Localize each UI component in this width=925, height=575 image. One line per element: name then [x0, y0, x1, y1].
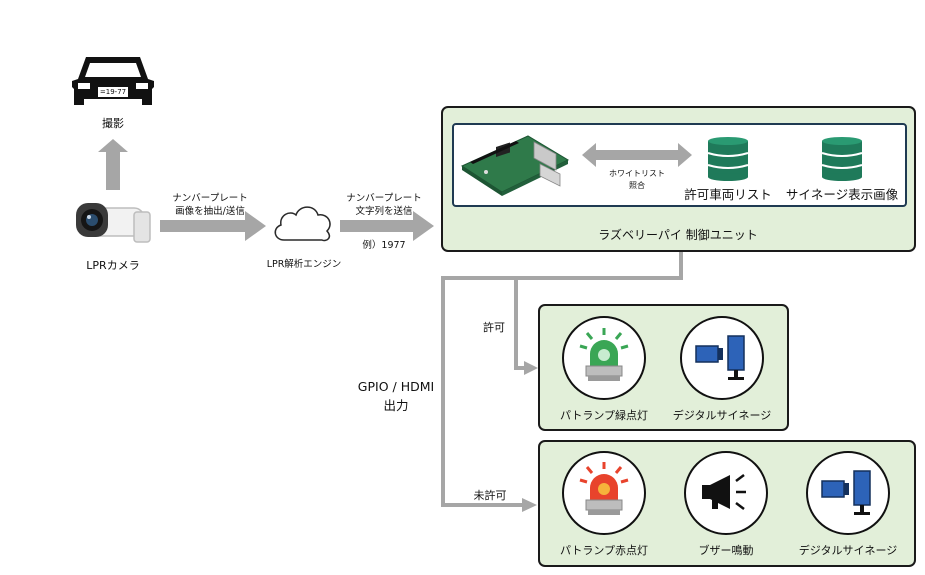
arrow-up-camera-to-car — [98, 139, 128, 190]
arrow-camera-to-engine — [160, 211, 266, 241]
engine-label: LPR解析エンジン — [266, 259, 342, 270]
arrow1-line1: ナンバープレート — [172, 193, 248, 204]
double-arrow-icon — [582, 143, 692, 167]
buzzer-megaphone-icon — [702, 474, 746, 510]
permitted-item-2-label: デジタルサイネージ — [672, 409, 772, 422]
permitted-item-1-label: パトランプ緑点灯 — [560, 409, 648, 422]
db1-label: 許可車両リスト — [684, 187, 772, 202]
output-line1: GPIO / HDMI — [357, 379, 435, 394]
denied-item-1-label: パトランプ赤点灯 — [560, 544, 648, 557]
denied-item-2-label: ブザー鳴動 — [698, 544, 754, 557]
buzzer-circle — [684, 451, 768, 535]
database-icon-signage-images — [821, 137, 863, 181]
green-patlamp-icon — [579, 328, 629, 381]
digital-signage-icon — [695, 335, 745, 380]
whitelist-line2: 照合 — [629, 181, 645, 190]
arrow-engine-to-unit — [340, 211, 434, 241]
control-unit-label: ラズベリーパイ 制御ユニット — [598, 228, 758, 242]
connector-to-permitted — [514, 278, 526, 370]
arrow2-line2: 文字列を送信 — [355, 206, 413, 217]
output-line2: 出力 — [383, 398, 409, 413]
car-icon — [72, 57, 154, 105]
camera-label: LPRカメラ — [86, 259, 140, 272]
cloud-icon — [274, 206, 331, 242]
arrow2-line1: ナンバープレート — [346, 193, 422, 204]
db2-label: サイネージ表示画像 — [785, 187, 899, 202]
license-plate: =19-77 — [99, 88, 127, 96]
denied-label: 未許可 — [473, 489, 507, 502]
arrow1-line2: 画像を抽出/送信 — [175, 206, 245, 217]
arrowhead-denied — [522, 498, 537, 512]
red-patlamp-icon — [579, 462, 629, 515]
permitted-label: 許可 — [483, 321, 505, 334]
database-icon-permitted-list — [707, 137, 749, 181]
camera-icon — [76, 203, 151, 243]
raspberry-pi-icon — [460, 135, 570, 196]
whitelist-line1: ホワイトリスト — [609, 169, 665, 178]
digital-signage-icon — [821, 470, 871, 515]
connector-unit-down — [441, 250, 683, 507]
arrow2-example: 例）1977 — [362, 240, 406, 251]
arrowhead-permitted — [524, 361, 538, 375]
denied-item-3-label: デジタルサイネージ — [798, 544, 898, 557]
car-label: 撮影 — [102, 117, 124, 130]
